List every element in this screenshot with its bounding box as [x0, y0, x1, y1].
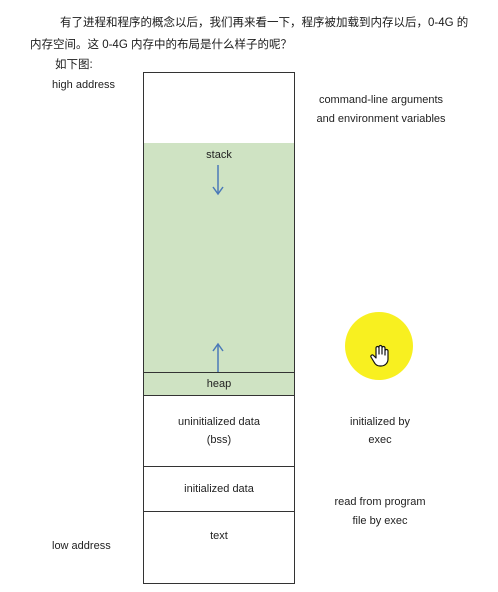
text-segment: text — [144, 511, 294, 583]
bss-label-line-1: uninitialized data — [178, 416, 260, 428]
memory-layout-diagram: stack heap uninitialized data (bss) init… — [143, 72, 295, 584]
initialized-by-label-line-1: initialized by — [350, 416, 410, 428]
arrow-down-icon — [212, 165, 224, 196]
stack-label: stack — [206, 149, 232, 161]
initialized-data-label: initialized data — [184, 483, 254, 495]
args-label-line-1: command-line arguments — [318, 94, 444, 106]
text-label: text — [210, 530, 228, 542]
initialized-by-label-line-2: exec — [368, 434, 392, 446]
read-from-label-line-2: file by exec — [352, 515, 408, 527]
intro-line-1: 有了进程和程序的概念以后，我们再来看一下，程序被加载到内存以后，0-4G 的 — [60, 17, 469, 29]
initialized-data-segment: initialized data — [144, 466, 294, 511]
high-address-label: high address — [52, 79, 115, 91]
low-address-label: low address — [52, 540, 111, 552]
figure-caption: 如下图: — [55, 59, 93, 71]
heap-label: heap — [206, 378, 232, 390]
read-from-label-line-1: read from program — [334, 496, 426, 508]
arrow-up-icon — [212, 342, 224, 373]
heap-segment: heap — [144, 372, 294, 395]
args-label-line-2: and environment variables — [316, 113, 446, 125]
hand-cursor-icon — [370, 344, 389, 367]
intro-line-2: 内存空间。这 0-4G 内存中的布局是什么样子的呢？ — [30, 39, 292, 51]
bss-label-line-2: (bss) — [206, 434, 232, 446]
stack-heap-region: stack — [144, 143, 294, 395]
bss-segment: uninitialized data (bss) — [144, 395, 294, 466]
